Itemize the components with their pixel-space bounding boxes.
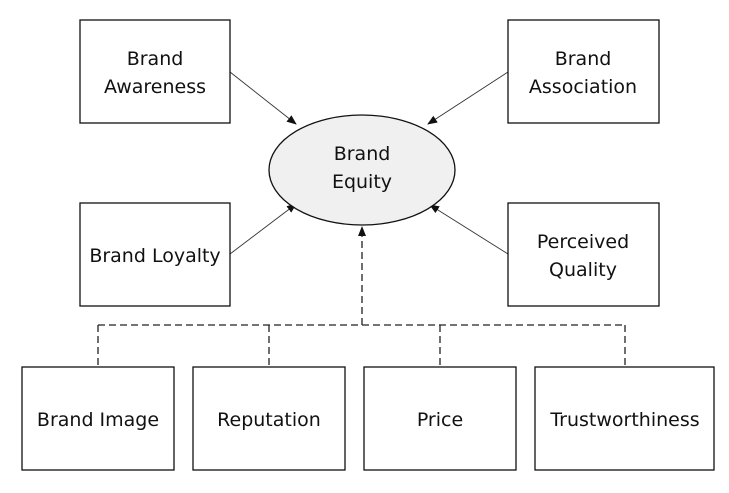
reputation-label: Reputation	[217, 409, 321, 431]
indirect-connector	[97, 226, 626, 367]
node-trustworthiness: Trustworthiness	[534, 366, 715, 471]
node-brand-equity: Brand Equity	[268, 114, 456, 226]
brand-loyalty-label: Brand Loyalty	[89, 245, 220, 267]
edge-association-equity	[427, 71, 509, 125]
node-brand-image: Brand Image	[21, 366, 175, 471]
node-price: Price	[363, 366, 517, 471]
node-reputation: Reputation	[192, 366, 346, 471]
brand-association-line-1: Brand	[555, 48, 612, 70]
node-brand-association: Brand Association	[507, 19, 660, 124]
node-perceived-quality: Perceived Quality	[507, 202, 660, 307]
node-brand-awareness: Brand Awareness	[79, 19, 231, 124]
price-label: Price	[417, 409, 463, 431]
trustworthiness-label: Trustworthiness	[549, 409, 699, 431]
brand-image-label: Brand Image	[37, 409, 159, 431]
brand-equity-line-1: Brand	[334, 143, 391, 165]
brand-awareness-line-1: Brand	[127, 48, 184, 70]
brand-equity-ellipse	[268, 114, 456, 226]
brand-awareness-line-2: Awareness	[104, 76, 206, 98]
perceived-quality-line-2: Quality	[549, 259, 617, 281]
edge-awareness-equity	[229, 71, 297, 125]
node-brand-loyalty: Brand Loyalty	[79, 202, 231, 307]
brand-equity-line-2: Equity	[332, 171, 392, 193]
edge-quality-equity	[429, 204, 509, 255]
edge-loyalty-equity	[229, 203, 297, 255]
brand-association-line-2: Association	[529, 76, 637, 98]
perceived-quality-line-1: Perceived	[537, 231, 629, 253]
